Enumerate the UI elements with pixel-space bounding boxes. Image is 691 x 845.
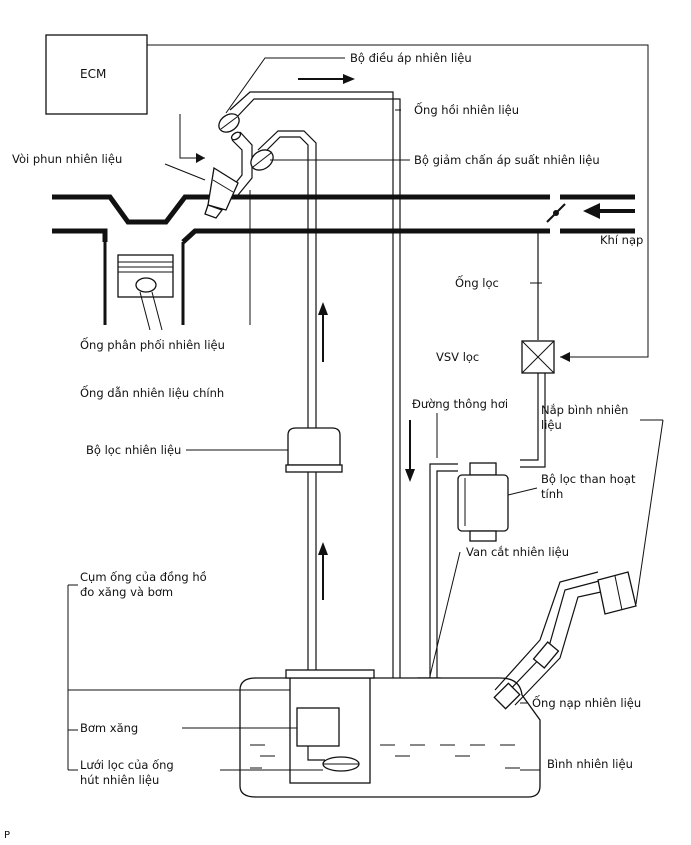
label-intake-air: Khí nạp [600,233,643,247]
engine-cylinder [103,242,185,331]
label-cutoff-valve: Van cắt nhiên liệu [466,545,569,559]
label-pressure-regulator: Bộ điều áp nhiên liệu [350,51,472,65]
fuel-injector [204,166,239,219]
main-fuel-pipe [257,130,317,698]
filler-neck [493,571,637,710]
label-tank-cap-1: Nắp bình nhiên [541,403,628,417]
label-filler-pipe: Ống nạp nhiên liệu [532,694,641,710]
ecm-label: ECM [80,67,106,81]
page-marker: P [4,830,10,841]
label-injector: Vòi phun nhiên liệu [12,152,122,166]
ecm-unit: ECM [45,34,148,115]
label-main-fuel-pipe: Ống dẫn nhiên liệu chính [80,384,224,400]
label-fuel-tank: Bình nhiên liệu [547,757,633,771]
ecm-wiring [147,44,649,362]
fuel-pressure-regulator [218,113,242,141]
charcoal-canister [457,462,509,542]
leader-lines [67,57,664,771]
label-delivery-pipe: Ống phân phối nhiên liệu [80,336,225,352]
intake-air-arrow [583,203,635,219]
supply-flow-arrows [318,302,328,600]
label-suction-filter-1: Lưới lọc của ống [80,758,174,772]
sender-pump-assembly [285,669,375,784]
label-canister-2: tính [541,487,563,501]
throttle-valve [546,203,566,223]
label-return-pipe: Ống hồi nhiên liệu [414,101,519,117]
fuel-filter [285,427,343,473]
return-flow-arrow [298,74,355,84]
label-purge-line: Ống lọc [455,274,499,290]
label-tank-cap-2: liệu [541,418,562,432]
fuel-return-pipe [229,91,401,715]
label-canister-1: Bộ lọc than hoạt [541,472,636,486]
label-fuel-filter: Bộ lọc nhiên liệu [86,443,181,457]
label-sender-1: Cụm ống của đồng hồ [80,570,207,584]
purge-vsv [521,340,555,374]
purge-line [520,231,546,468]
vent-line [429,463,458,678]
label-vent-line: Đường thông hơi [412,397,508,411]
label-suction-filter-2: hút nhiên liệu [80,773,159,787]
label-purge-vsv: VSV lọc [436,350,479,364]
intake-manifold [52,194,635,244]
pulsation-damper [250,149,274,171]
label-pulsation-damper: Bộ giảm chấn áp suất nhiên liệu [414,153,600,167]
return-flow-arrow-down [405,420,415,482]
label-fuel-pump: Bơm xăng [80,721,138,735]
label-sender-2: đo xăng và bơm [80,585,173,599]
